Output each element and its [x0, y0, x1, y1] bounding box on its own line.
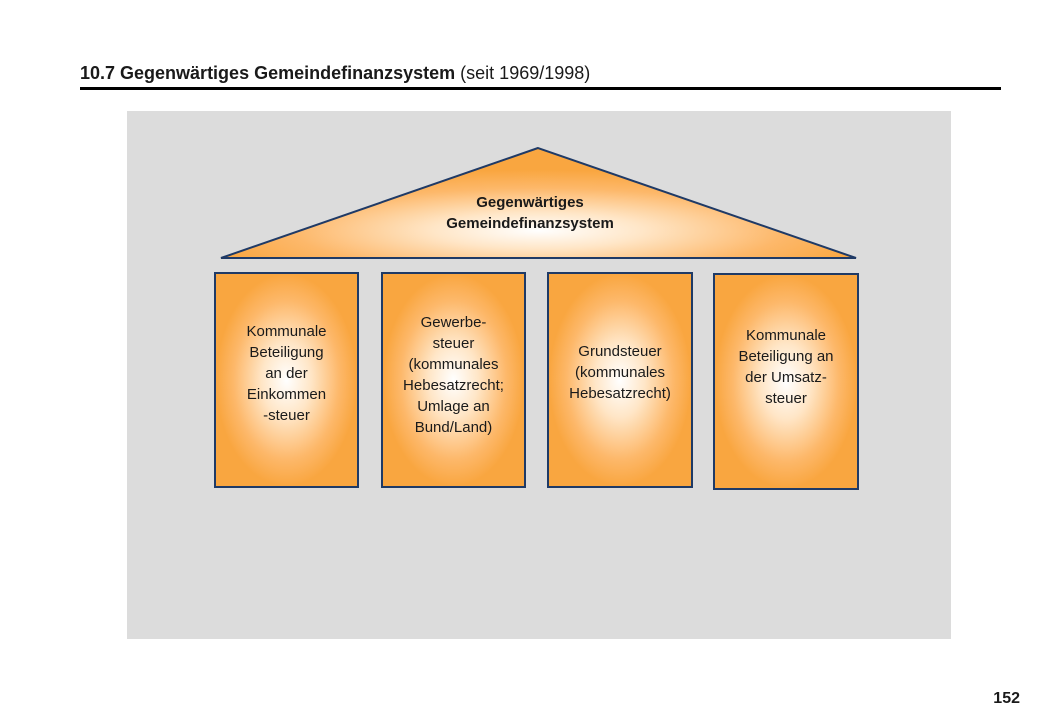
- pillar-einkommensteuer: Kommunale Beteiligung an der Einkommen -…: [214, 272, 359, 488]
- title-underline: [80, 87, 1001, 90]
- title-main: 10.7 Gegenwärtiges Gemeindefinanzsystem: [80, 63, 456, 83]
- roof-label-line-1: Gegenwärtiges: [476, 194, 584, 211]
- pillar-label: Kommunale Beteiligung an der Umsatz- ste…: [738, 326, 834, 407]
- pillar-label: Grundsteuer (kommunales Hebesatzrecht): [569, 342, 671, 402]
- title-sub: (seit 1969/1998): [460, 63, 591, 83]
- roof-shape: [220, 146, 857, 259]
- pillar-umsatzsteuer: Kommunale Beteiligung an der Umsatz- ste…: [713, 273, 859, 490]
- roof-label-line-2: Gemeindefinanzsystem: [446, 215, 614, 232]
- pillar-label: Kommunale Beteiligung an der Einkommen -…: [246, 322, 327, 424]
- slide-title: 10.7 Gegenwärtiges Gemeindefinanzsystem …: [80, 63, 590, 84]
- pillar-label: Gewerbe- steuer (kommunales Hebesatzrech…: [403, 314, 504, 436]
- pillar-gewerbesteuer: Gewerbe- steuer (kommunales Hebesatzrech…: [381, 272, 526, 488]
- roof-label: Gegenwärtiges Gemeindefinanzsystem: [380, 192, 680, 234]
- pillar-grundsteuer: Grundsteuer (kommunales Hebesatzrecht): [547, 272, 693, 488]
- page-number: 152: [993, 690, 1020, 707]
